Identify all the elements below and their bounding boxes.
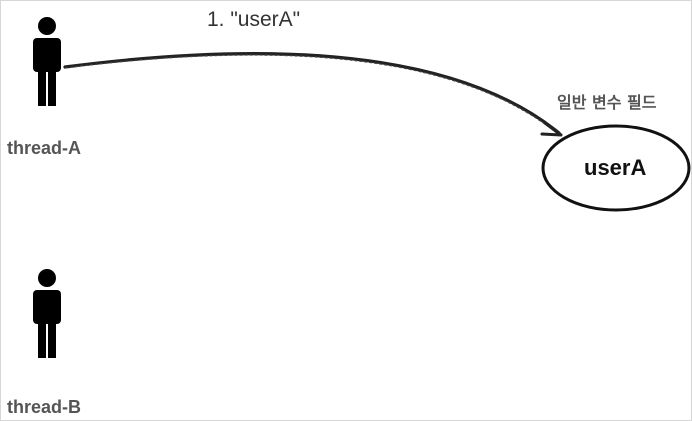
assignment-arrow [63, 52, 563, 137]
thread-a-label: thread-A [7, 138, 82, 158]
thread-b-label: thread-B [7, 397, 82, 417]
person-icon [33, 17, 61, 106]
field-title: 일반 변수 필드 [557, 93, 657, 112]
field-value: userA [584, 155, 647, 180]
arrow-label: 1. "userA" [207, 8, 301, 31]
person-icon [33, 269, 61, 358]
field-ellipse [541, 124, 691, 212]
